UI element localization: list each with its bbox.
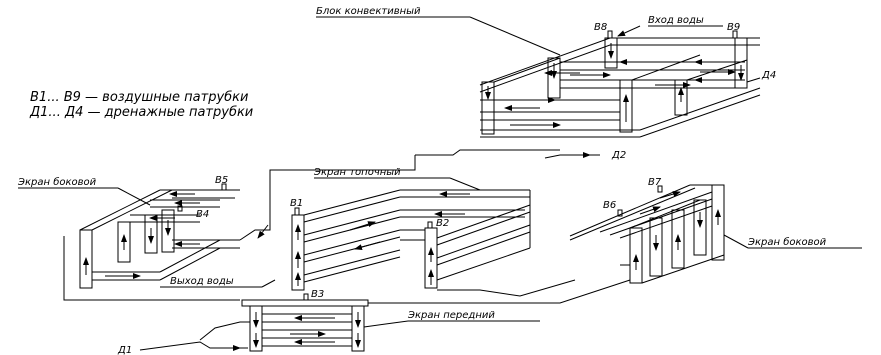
- drain-d1-label: Д1: [117, 345, 132, 355]
- right-side-screen: В6 В7 Экран боковой: [569, 177, 862, 284]
- vent-b7-label: В7: [648, 177, 662, 188]
- vent-b5-label: В5: [215, 175, 228, 186]
- vent-b9-label: В9: [727, 22, 740, 33]
- left-side-screen-label: Экран боковой: [17, 176, 97, 188]
- drain-d4-label: Д4: [761, 70, 776, 81]
- vent-b6-label: В6: [603, 200, 616, 211]
- front-screen: В3 Экран передний Д1: [117, 289, 540, 355]
- convective-block: Блок конвективный: [316, 6, 776, 161]
- left-side-screen: Экран боковой В5: [17, 175, 276, 289]
- legend-air-vents: В1... В9 — воздушные патрубки: [30, 90, 248, 105]
- vent-b3-label: В3: [311, 289, 324, 300]
- water-outlet-label: Выход воды: [170, 276, 234, 287]
- drain-d2-label: Д2: [611, 150, 626, 161]
- right-side-screen-label: Экран боковой: [747, 236, 827, 248]
- legend-drain-vents: Д1... Д4 — дренажные патрубки: [29, 105, 253, 120]
- vent-b8-label: В8: [594, 22, 607, 33]
- furnace-screen-label: Экран топочный: [313, 167, 401, 178]
- vent-b2-label: В2: [436, 218, 449, 229]
- convective-block-label: Блок конвективный: [316, 6, 421, 17]
- front-screen-label: Экран передний: [407, 310, 495, 321]
- water-inlet-label: Вход воды: [648, 15, 704, 26]
- furnace-screen: Экран топочный: [290, 167, 531, 291]
- vent-b1-label: В1: [290, 198, 303, 209]
- vent-b4-label: В4: [196, 209, 209, 220]
